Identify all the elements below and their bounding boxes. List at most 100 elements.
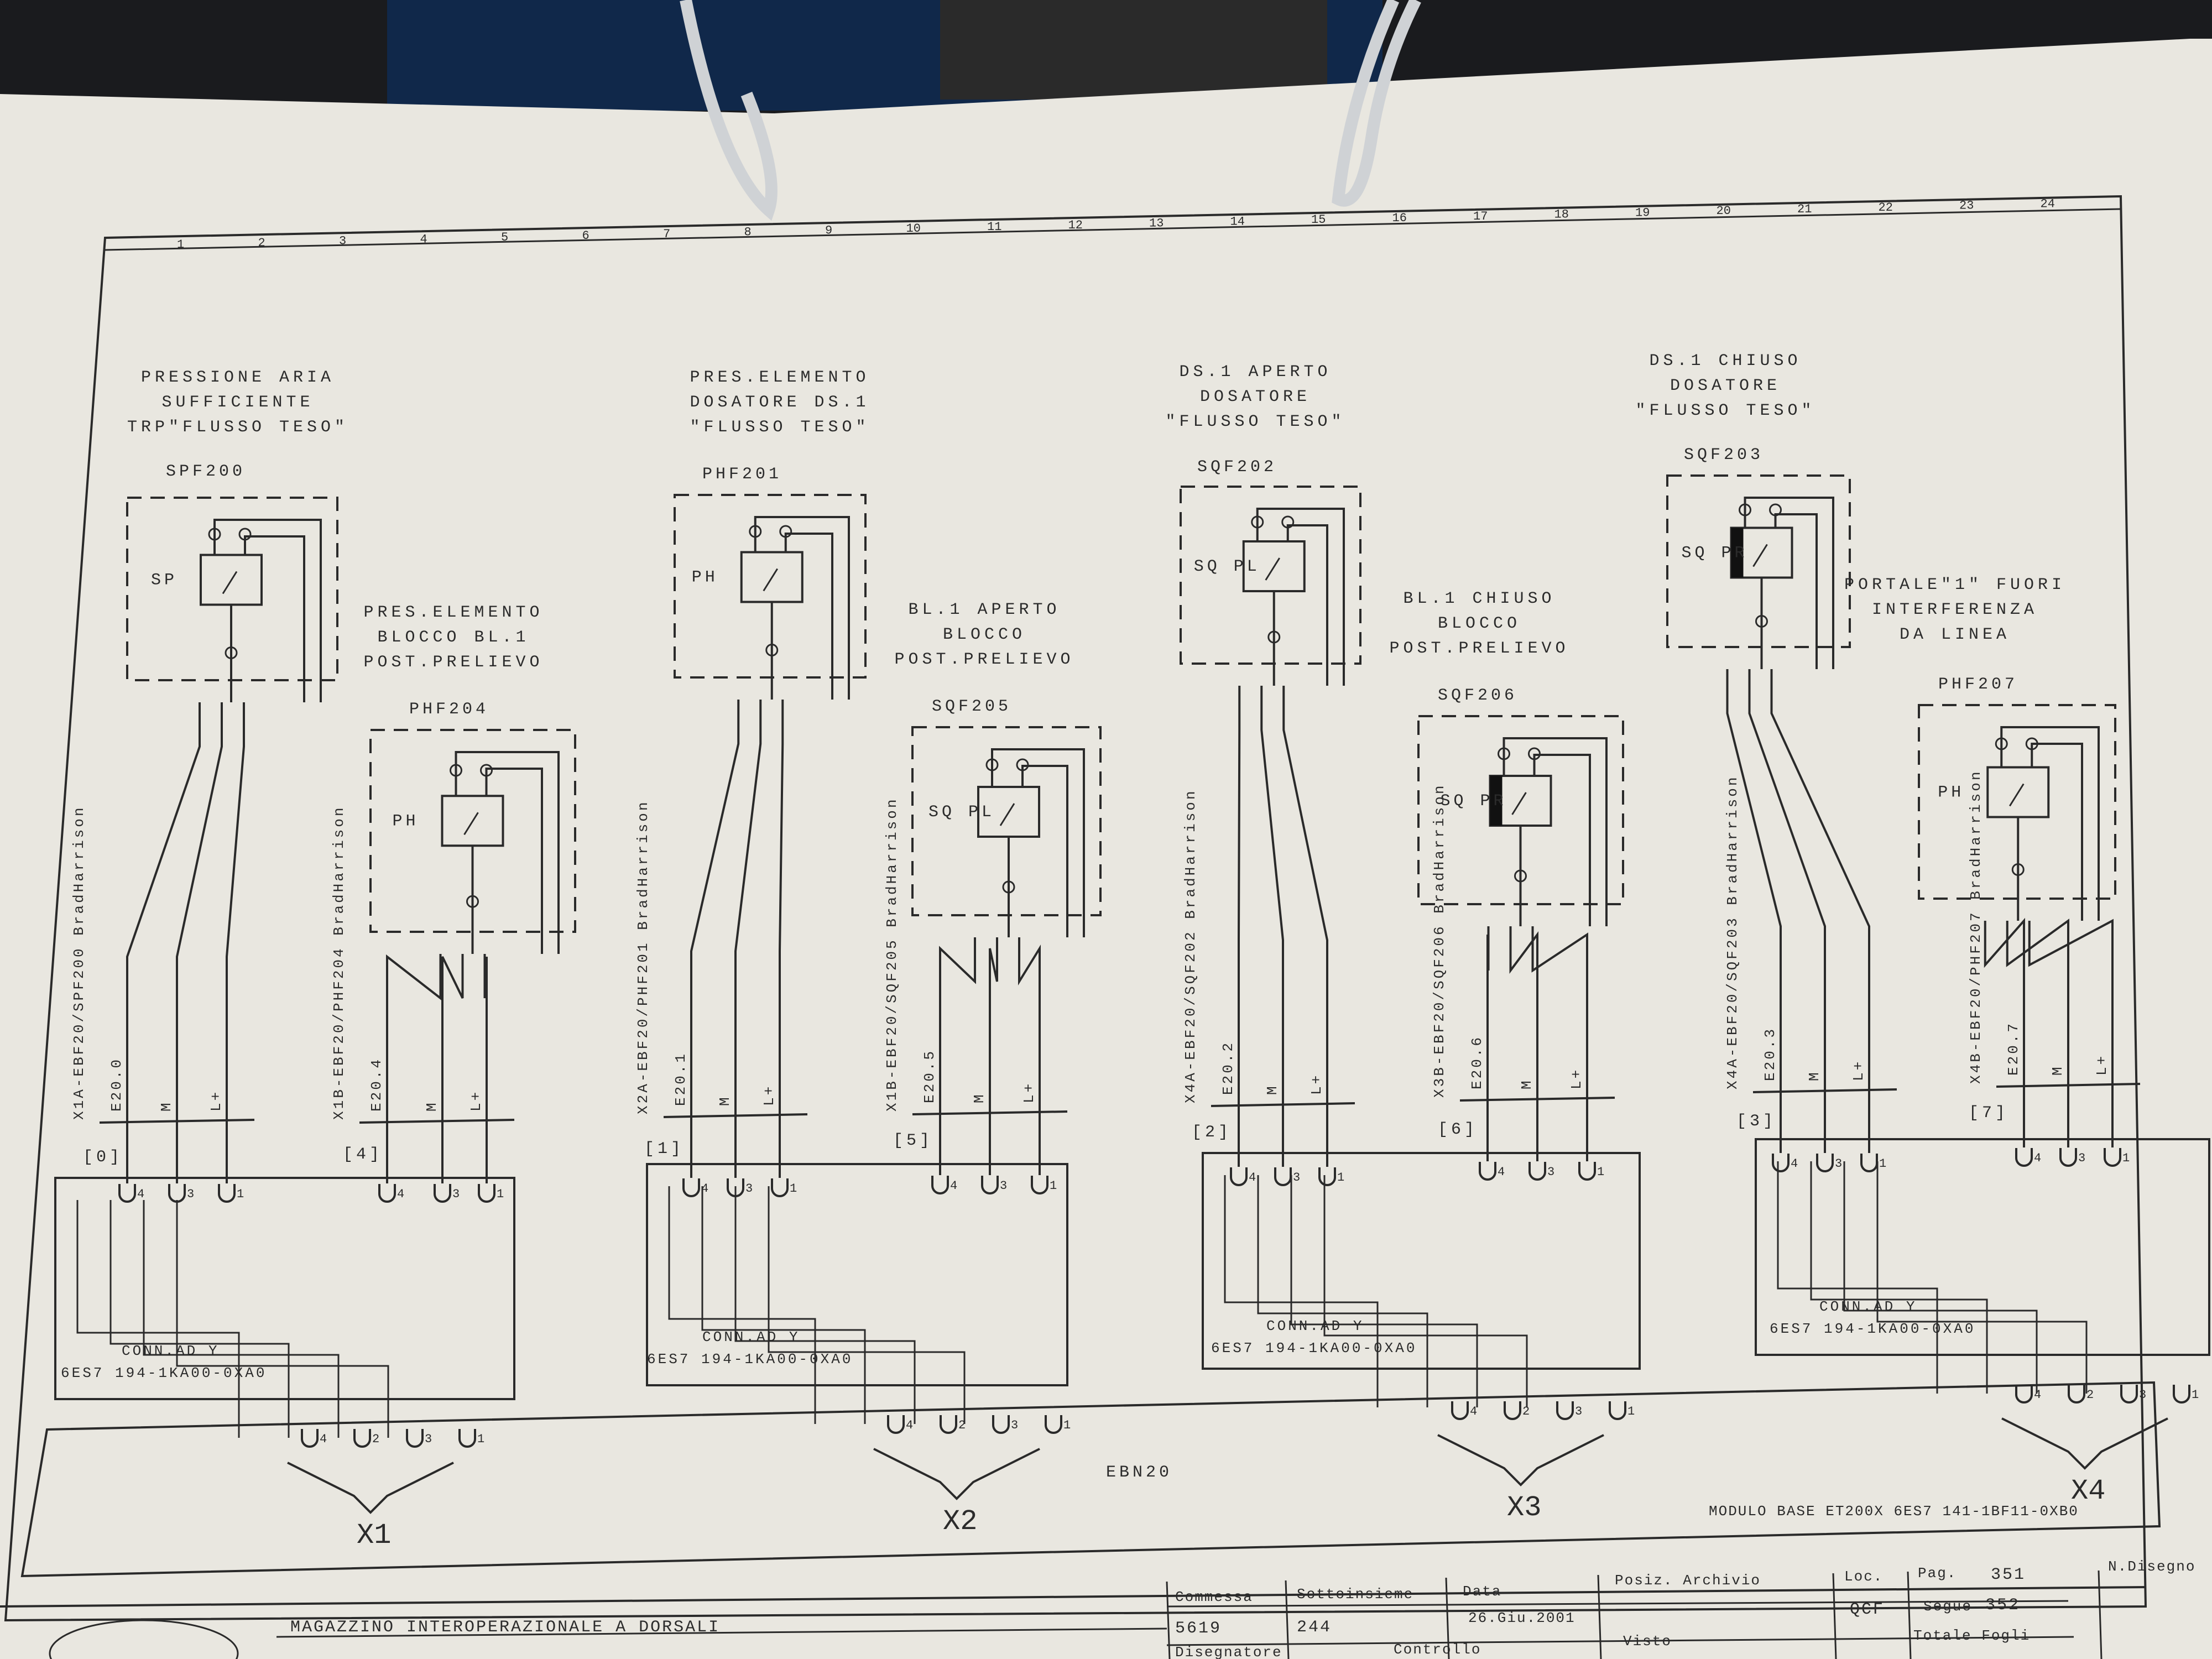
device-tag: PHF207 xyxy=(1938,675,2018,694)
pin-socket-icon xyxy=(1528,1162,1546,1181)
adapter-wire xyxy=(143,1200,340,1438)
group-title-line: POST.PRELIEVO xyxy=(894,650,1074,669)
terminal-icon xyxy=(480,764,493,777)
connector-pin-number: 4 xyxy=(1470,1405,1477,1418)
connector-name: X4 xyxy=(2071,1475,2105,1507)
internal-wire xyxy=(2000,726,2100,921)
adapter-wire xyxy=(1843,1161,2038,1394)
signal-label: E20.6 xyxy=(1469,1035,1485,1089)
disegnatore-label: Disegnatore xyxy=(1175,1644,1282,1659)
column-number: 11 xyxy=(987,220,1001,234)
pin-number: 3 xyxy=(745,1182,753,1196)
cable-marker-line xyxy=(359,1119,515,1124)
terminal-icon xyxy=(208,528,221,541)
pin-number: 3 xyxy=(1835,1157,1842,1171)
switch-contact-icon xyxy=(1511,792,1527,815)
column-number: 8 xyxy=(744,226,752,239)
column-ruler xyxy=(105,208,2121,251)
pin-number: 4 xyxy=(397,1187,404,1201)
internal-wire xyxy=(2031,743,2083,921)
terminal-icon xyxy=(466,895,479,908)
internal-wire xyxy=(213,519,322,702)
column-number: 24 xyxy=(2041,197,2055,211)
visto-label: Visto xyxy=(1623,1633,1672,1650)
internal-wire xyxy=(455,751,560,954)
internal-wire xyxy=(784,533,833,700)
loc-value: QCF xyxy=(1850,1600,1885,1619)
internal-wire xyxy=(1256,508,1345,686)
switch-contact-icon xyxy=(1265,557,1281,581)
pin-socket-icon xyxy=(2104,1148,2121,1167)
device-tag: SQF206 xyxy=(1438,686,1517,705)
switch-contact-icon xyxy=(2008,783,2025,807)
signal-label: M xyxy=(971,1092,988,1103)
adapter-wire xyxy=(734,1186,916,1424)
connector-pin-number: 1 xyxy=(477,1432,484,1446)
column-number: 10 xyxy=(906,222,921,236)
internal-wire xyxy=(991,748,1085,937)
cable-wire xyxy=(1282,686,1328,1167)
group-title-line: BL.1 APERTO xyxy=(908,601,1060,619)
connector-pin-number: 3 xyxy=(425,1432,432,1446)
group-title-line: BLOCCO BL.1 xyxy=(377,628,529,647)
internal-wire xyxy=(1774,513,1818,669)
device-tag: SQF203 xyxy=(1684,446,1764,465)
column-number: 12 xyxy=(1068,218,1083,232)
signal-label: E20.5 xyxy=(921,1049,938,1103)
pin-number: 3 xyxy=(1000,1179,1007,1193)
column-number: 7 xyxy=(663,227,670,241)
pin-number: 4 xyxy=(1791,1157,1798,1171)
adapter-label: CONN.AD Y xyxy=(122,1343,219,1359)
binder-mechanism xyxy=(940,0,1327,100)
group-title-line: PRESSIONE ARIA xyxy=(141,368,335,387)
pin-socket-icon xyxy=(1230,1167,1248,1186)
device-type-label: SQ PL xyxy=(1194,557,1260,576)
terminal-icon xyxy=(765,644,779,656)
terminal-icon xyxy=(1995,737,2008,750)
paper-sheet xyxy=(0,39,2212,1659)
adapter-wire xyxy=(1810,1161,1988,1394)
adapter-wire xyxy=(176,1200,389,1438)
column-number: 1 xyxy=(177,238,184,252)
adapter-box xyxy=(1202,1152,1641,1370)
group-title-line: TRP"FLUSSO TESO" xyxy=(127,418,348,437)
cable-wire xyxy=(126,702,201,1183)
column-number: 3 xyxy=(339,234,346,248)
adapter-part-number: 6ES7 194-1KA00-0XA0 xyxy=(647,1351,853,1368)
cable-label: X4B-EBF20/PHF207 BradHarrison xyxy=(1968,770,1984,1084)
connector-pin-number: 3 xyxy=(1575,1405,1582,1418)
connector-bracket xyxy=(287,1462,454,1514)
device-boundary xyxy=(1180,486,1361,665)
commessa-value: 5619 xyxy=(1175,1619,1222,1638)
column-number: 5 xyxy=(501,231,508,244)
signal-label: E20.3 xyxy=(1762,1027,1778,1081)
device-type-label: SP xyxy=(151,571,178,590)
cable-wire xyxy=(386,954,442,1183)
internal-wire xyxy=(244,535,305,702)
group-title-line: POST.PRELIEVO xyxy=(363,653,543,672)
adapter-wire xyxy=(1777,1161,1938,1394)
signal-label: E20.4 xyxy=(368,1057,385,1112)
signal-label: M xyxy=(2049,1065,2066,1076)
pin-socket-icon xyxy=(1772,1154,1790,1172)
connector-pin-icon xyxy=(458,1429,476,1448)
signal-label: L+ xyxy=(1850,1060,1867,1081)
pin-socket-icon xyxy=(218,1184,236,1203)
group-title-line: PRES.ELEMENTO xyxy=(690,368,869,387)
pin-number: 1 xyxy=(2122,1151,2130,1165)
connector-name: X3 xyxy=(1507,1491,1541,1524)
connector-pin-number: 4 xyxy=(2034,1388,2041,1402)
signal-label: E20.2 xyxy=(1220,1041,1237,1095)
connector-bracket xyxy=(2001,1417,2168,1470)
device-type-label: PH xyxy=(692,568,718,587)
device-boundary xyxy=(911,726,1102,916)
signal-label: M xyxy=(1519,1078,1535,1089)
pin-socket-icon xyxy=(1031,1176,1048,1194)
connector-bracket xyxy=(873,1448,1040,1500)
group-title-line: "FLUSSO TESO" xyxy=(1635,401,1815,420)
sottoinsieme-value: 244 xyxy=(1297,1618,1332,1637)
device-type-label: PH xyxy=(1938,784,1964,802)
